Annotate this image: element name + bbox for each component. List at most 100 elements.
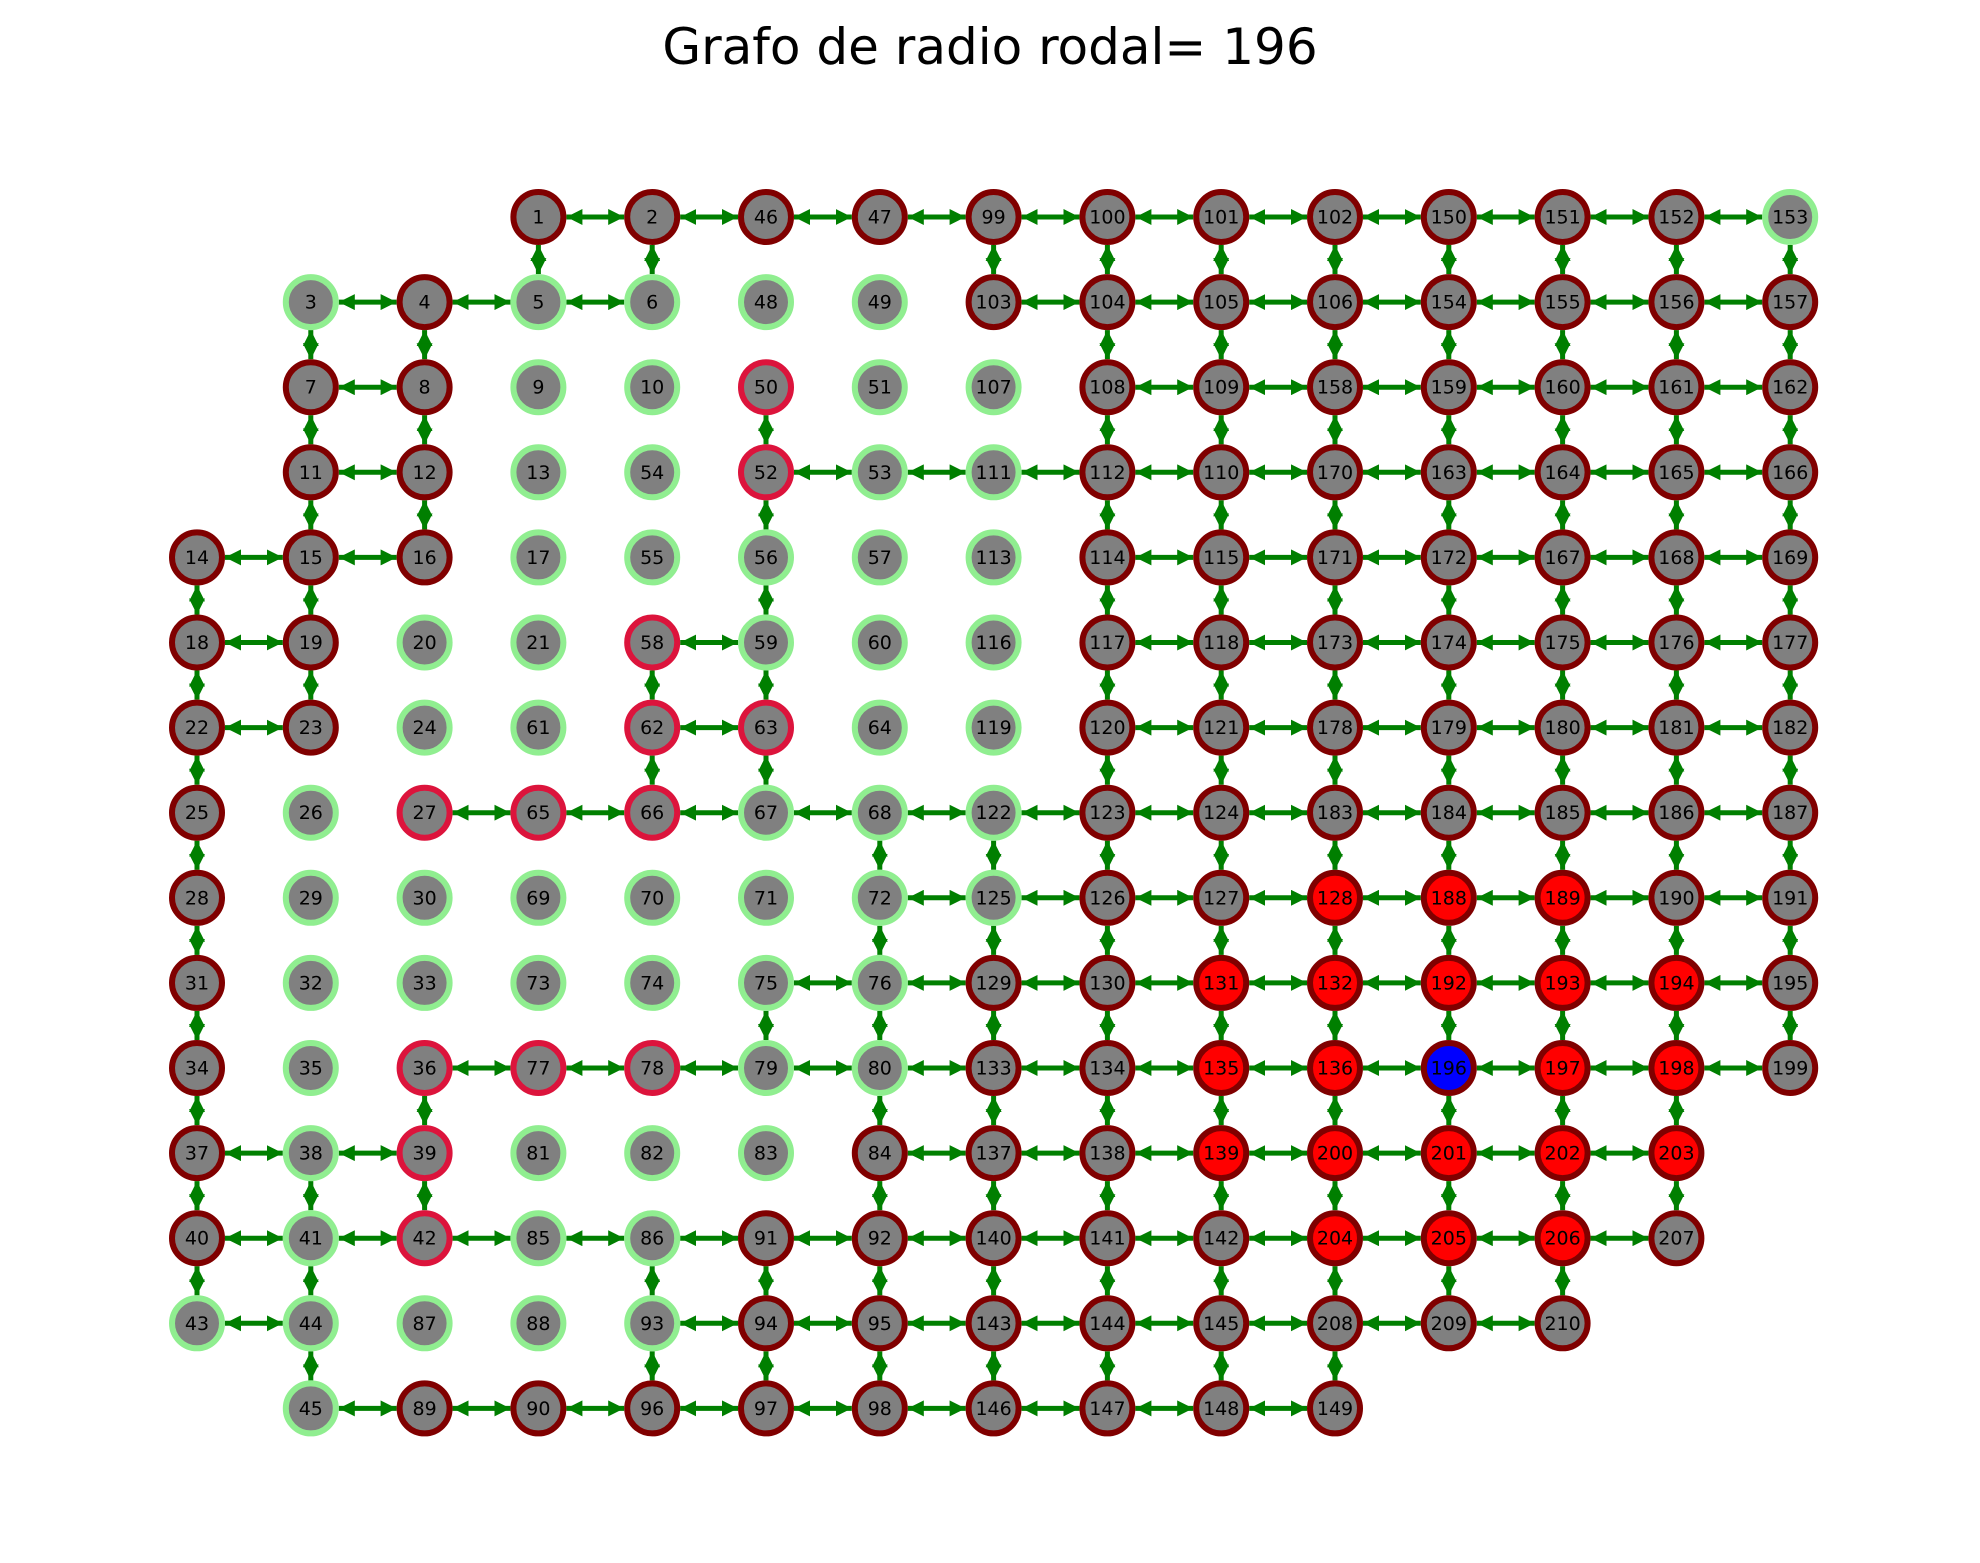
node-circle <box>1534 444 1591 501</box>
node-circle <box>624 529 681 586</box>
node-label: 165 <box>1658 462 1694 484</box>
node-label: 25 <box>185 802 209 824</box>
node-circle <box>1193 274 1250 331</box>
node-circle <box>965 784 1022 841</box>
node-label: 91 <box>754 1228 778 1250</box>
node-circle <box>396 274 453 331</box>
node-133: 133 <box>965 1040 1022 1096</box>
node-label: 22 <box>185 717 209 739</box>
node-164: 164 <box>1534 444 1591 501</box>
node-label: 58 <box>640 632 664 654</box>
node-2: 2 <box>624 189 681 245</box>
node-circle <box>1648 274 1705 331</box>
node-115: 115 <box>1193 529 1250 586</box>
node-label: 136 <box>1317 1058 1353 1080</box>
node-circle <box>1079 614 1136 671</box>
node-label: 184 <box>1431 802 1467 824</box>
node-label: 47 <box>868 207 892 229</box>
node-circle <box>851 1040 908 1096</box>
node-circle <box>396 869 453 926</box>
node-label: 11 <box>299 462 323 484</box>
node-9: 9 <box>510 359 567 416</box>
node-label: 38 <box>299 1143 323 1165</box>
node-199: 199 <box>1762 1040 1819 1096</box>
node-circle <box>396 1040 453 1096</box>
node-label: 20 <box>413 632 437 654</box>
node-1: 1 <box>510 189 567 245</box>
node-label: 185 <box>1544 802 1580 824</box>
node-label: 78 <box>640 1058 664 1080</box>
node-125: 125 <box>965 869 1022 926</box>
node-circle <box>1420 614 1477 671</box>
node-91: 91 <box>738 1210 794 1267</box>
node-label: 153 <box>1772 207 1808 229</box>
node-188: 188 <box>1420 869 1477 926</box>
node-155: 155 <box>1534 274 1591 331</box>
node-circle <box>510 614 567 671</box>
node-circle <box>282 1380 339 1437</box>
node-79: 79 <box>738 1040 794 1096</box>
node-169: 169 <box>1762 529 1819 586</box>
node-label: 65 <box>526 802 550 824</box>
node-38: 38 <box>282 1125 339 1182</box>
node-label: 87 <box>413 1313 437 1335</box>
node-label: 97 <box>754 1398 778 1420</box>
node-circle <box>1420 1125 1477 1182</box>
node-label: 93 <box>640 1313 664 1335</box>
node-label: 204 <box>1317 1228 1353 1250</box>
node-circle <box>1079 274 1136 331</box>
node-16: 16 <box>396 529 453 586</box>
node-circle <box>738 614 794 671</box>
node-circle <box>851 1295 908 1352</box>
node-circle <box>510 1210 567 1267</box>
node-circle <box>738 359 794 416</box>
node-label: 8 <box>419 377 431 399</box>
node-label: 3 <box>305 292 317 314</box>
node-label: 120 <box>1089 717 1125 739</box>
node-circle <box>396 1125 453 1182</box>
node-label: 9 <box>532 377 544 399</box>
node-89: 89 <box>396 1380 453 1437</box>
node-label: 24 <box>413 717 437 739</box>
node-circle <box>1420 274 1477 331</box>
node-label: 5 <box>532 292 544 314</box>
node-152: 152 <box>1648 189 1705 245</box>
node-label: 116 <box>975 632 1011 654</box>
node-circle <box>1079 1040 1136 1096</box>
node-label: 50 <box>754 377 778 399</box>
node-126: 126 <box>1079 869 1136 926</box>
node-165: 165 <box>1648 444 1705 501</box>
node-151: 151 <box>1534 189 1591 245</box>
node-98: 98 <box>851 1380 908 1437</box>
node-23: 23 <box>282 699 339 756</box>
node-label: 105 <box>1203 292 1239 314</box>
node-85: 85 <box>510 1210 567 1267</box>
node-110: 110 <box>1193 444 1250 501</box>
node-8: 8 <box>396 359 453 416</box>
node-circle <box>1079 1210 1136 1267</box>
node-label: 158 <box>1317 377 1353 399</box>
node-162: 162 <box>1762 359 1819 416</box>
node-53: 53 <box>851 444 908 501</box>
node-circle <box>1193 954 1250 1011</box>
node-circle <box>396 1210 453 1267</box>
node-circle <box>1079 699 1136 756</box>
node-139: 139 <box>1193 1125 1250 1182</box>
node-circle <box>624 869 681 926</box>
node-197: 197 <box>1534 1040 1591 1096</box>
node-circle <box>1762 699 1819 756</box>
node-182: 182 <box>1762 699 1819 756</box>
node-circle <box>851 359 908 416</box>
node-label: 109 <box>1203 377 1239 399</box>
node-label: 202 <box>1544 1143 1580 1165</box>
node-173: 173 <box>1307 614 1363 671</box>
node-42: 42 <box>396 1210 453 1267</box>
node-label: 177 <box>1772 632 1808 654</box>
node-circle <box>1762 359 1819 416</box>
node-154: 154 <box>1420 274 1477 331</box>
node-label: 99 <box>982 207 1006 229</box>
node-15: 15 <box>282 529 339 586</box>
node-label: 128 <box>1317 887 1353 909</box>
node-circle <box>624 614 681 671</box>
